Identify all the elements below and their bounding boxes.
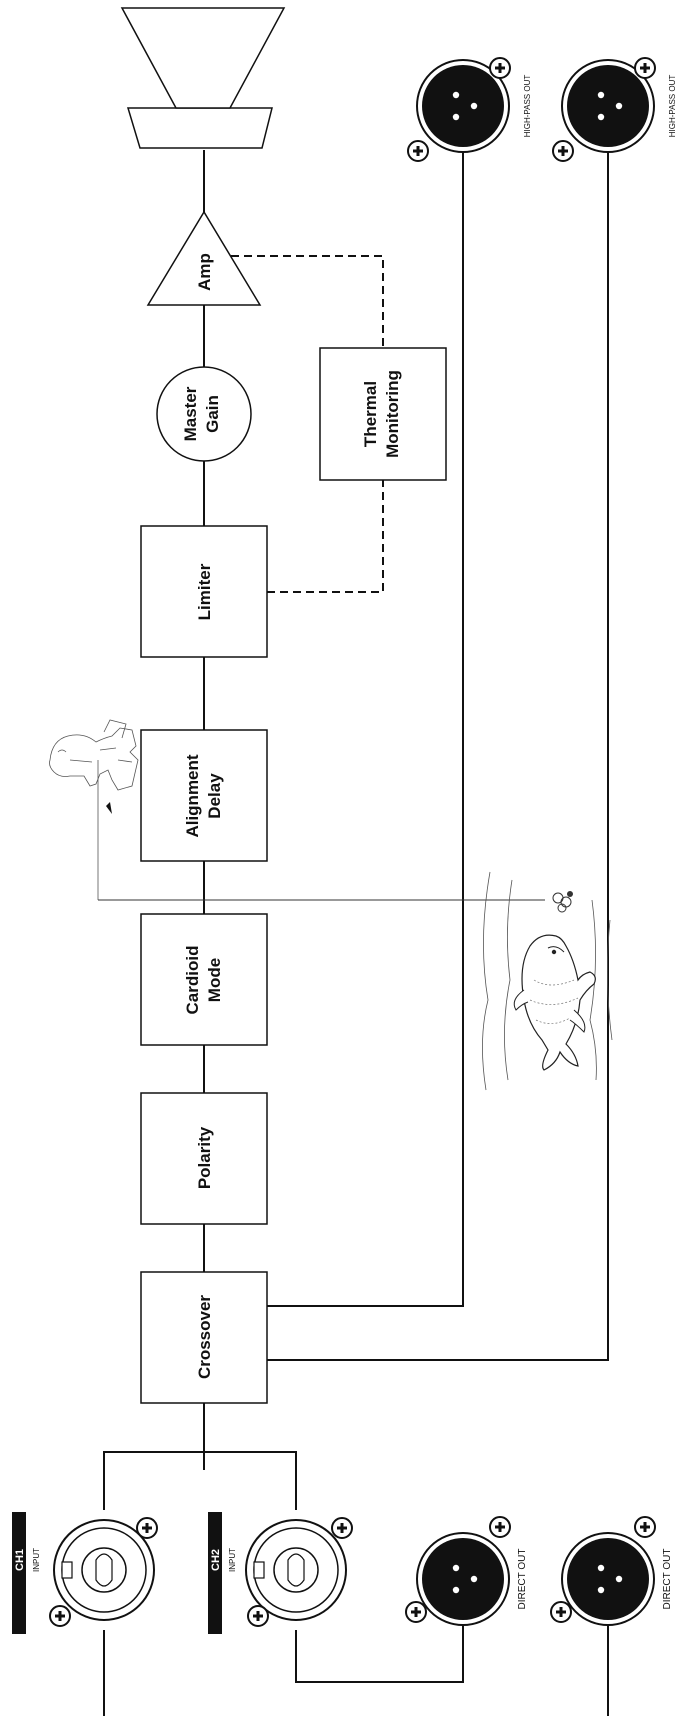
direct-out-label: DIRECT OUT (517, 1549, 528, 1610)
ch1-tag (12, 1512, 26, 1634)
thermal-amp-dashed (231, 255, 384, 348)
amp-triangle: Amp (146, 210, 262, 306)
direct-out-1: DIRECT OUT (405, 1516, 528, 1626)
cardioid-label-2: Mode (205, 958, 224, 1002)
limiter-block: Limiter (140, 525, 268, 658)
cardioid-mode-block: Cardioid Mode (140, 913, 268, 1046)
direct-out-2: DIRECT OUT (550, 1516, 673, 1626)
alignment-label-1: Alignment (183, 754, 202, 837)
ch1-input-jack: CH1 INPUT (12, 1512, 158, 1634)
high-pass-out-1: HIGH-PASS OUT (407, 57, 532, 162)
plus-icon (407, 140, 429, 162)
master-label-1: Master (181, 386, 200, 441)
thermal-label-1: Thermal (361, 381, 380, 447)
crossover-block: Crossover (140, 1271, 268, 1404)
plus-icon (405, 1601, 427, 1623)
alignment-delay-block: Alignment Delay (140, 729, 268, 862)
plus-icon (552, 140, 574, 162)
plus-icon (489, 1516, 511, 1538)
fish-icon (513, 934, 596, 1071)
thermal-limiter-dashed (267, 480, 384, 593)
combo-jack-icon (53, 1519, 155, 1621)
ch2-label: CH2 (210, 1549, 222, 1571)
ch2-input-label: INPUT (228, 1548, 237, 1572)
ch2-input-jack: CH2 INPUT (208, 1512, 353, 1634)
ch2-tag (208, 1512, 222, 1634)
high-pass-out-label: HIGH-PASS OUT (668, 75, 677, 138)
crossover-label: Crossover (195, 1295, 214, 1379)
plus-icon (634, 1516, 656, 1538)
master-label-2: Gain (203, 395, 222, 433)
plus-icon (634, 57, 656, 79)
ch2-direct-line (295, 1625, 464, 1683)
polarity-label: Polarity (195, 1126, 214, 1189)
polarity-block: Polarity (140, 1092, 268, 1225)
crossover-hp1-line (267, 152, 464, 1307)
limiter-label: Limiter (195, 563, 214, 620)
high-pass-out-2: HIGH-PASS OUT (552, 57, 677, 162)
master-gain-circle: Master Gain (156, 366, 252, 462)
plus-icon (49, 1605, 71, 1627)
ch1-input-label: INPUT (32, 1548, 41, 1572)
fisherman-icon (49, 719, 139, 900)
amp-label: Amp (195, 253, 214, 291)
water-lines (482, 871, 613, 1091)
plus-icon (489, 57, 511, 79)
input-split-line (103, 1451, 297, 1510)
thermal-label-2: Monitoring (383, 370, 402, 458)
ch1-label: CH1 (14, 1549, 26, 1571)
alignment-label-2: Delay (205, 773, 224, 819)
combo-jack-icon (245, 1519, 347, 1621)
loudspeaker-icon (120, 7, 286, 149)
high-pass-out-label: HIGH-PASS OUT (523, 75, 532, 138)
plus-icon (331, 1517, 353, 1539)
cardioid-label-1: Cardioid (183, 946, 202, 1015)
lure-icon (552, 891, 573, 913)
plus-icon (550, 1601, 572, 1623)
plus-icon (247, 1605, 269, 1627)
crossover-hp2-line (267, 152, 609, 1361)
direct-out-label: DIRECT OUT (662, 1549, 673, 1610)
thermal-monitoring-block: Thermal Monitoring (319, 347, 447, 481)
plus-icon (136, 1517, 158, 1539)
